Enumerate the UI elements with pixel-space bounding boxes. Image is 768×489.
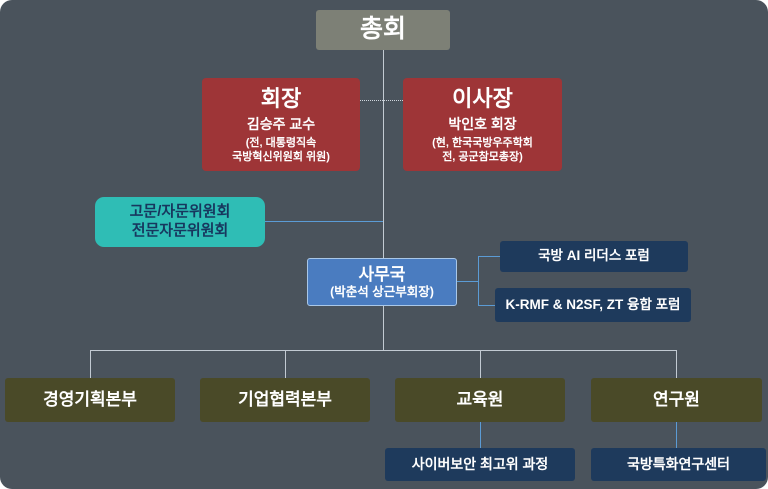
advisory-line2: 전문자문위원회 [131, 222, 229, 239]
forum-ai-leaders-label: 국방 AI 리더스 포럼 [538, 248, 650, 264]
forum-krmf-label: K-RMF & N2SF, ZT 융합 포럼 [505, 296, 681, 312]
division-research-institute-label: 연구원 [653, 390, 700, 410]
connector-drop-division4 [676, 350, 677, 378]
connector-forum-vertical [478, 256, 479, 306]
subunit-cybersecurity-course-label: 사이버보안 최고위 과정 [411, 455, 549, 472]
connector-advisory [265, 221, 383, 222]
connector-chairman-director [360, 100, 403, 101]
division-management-planning-label: 경영기획본부 [43, 390, 137, 410]
general-assembly-title: 총회 [359, 15, 406, 44]
connector-subunit2 [676, 422, 677, 448]
connector-forum2-stub [478, 305, 495, 306]
connector-main-vertical [383, 50, 384, 350]
advisory-line1: 고문/자문위원회 [129, 203, 231, 221]
connector-forum1-stub [478, 256, 500, 257]
node-forum-krmf: K-RMF & N2SF, ZT 융합 포럼 [495, 288, 691, 322]
connector-divisions-horizontal [90, 350, 676, 351]
director-note-line1: (현, 한국국방우주학회 [432, 136, 533, 149]
secretariat-title: 사무국 [358, 264, 406, 284]
director-title: 이사장 [452, 85, 513, 111]
node-forum-ai-leaders: 국방 AI 리더스 포럼 [500, 241, 688, 272]
node-general-assembly: 총회 [316, 10, 450, 50]
connector-drop-division3 [480, 350, 481, 378]
connector-subunit1 [480, 422, 481, 448]
subunit-defense-research-center-label: 국방특화연구센터 [626, 455, 731, 472]
node-subunit-defense-research-center: 국방특화연구센터 [591, 448, 766, 481]
node-chairman: 회장 김승주 교수 (전, 대통령직속 국방혁신위원회 위원) [202, 78, 360, 171]
connector-drop-division2 [285, 350, 286, 378]
node-division-research-institute: 연구원 [591, 378, 762, 422]
division-corporate-cooperation-label: 기업협력본부 [238, 390, 332, 410]
chairman-note-line1: (전, 대통령직속 [245, 136, 317, 149]
secretariat-subtitle: (박춘석 상근부회장) [330, 284, 434, 299]
director-note-line2: 전, 공군참모총장) [442, 151, 523, 163]
chairman-title: 회장 [260, 85, 302, 111]
division-education-institute-label: 교육원 [456, 390, 504, 410]
chairman-person: 김승주 교수 [246, 116, 316, 133]
node-subunit-cybersecurity-course: 사이버보안 최고위 과정 [385, 448, 575, 481]
connector-drop-division1 [90, 350, 91, 378]
node-division-management-planning: 경영기획본부 [5, 378, 175, 422]
chairman-note-line2: 국방혁신위원회 위원) [232, 151, 330, 163]
node-division-education-institute: 교육원 [395, 378, 565, 422]
connector-secretariat-stub [457, 281, 478, 282]
director-person: 박인호 회장 [448, 116, 517, 133]
node-director: 이사장 박인호 회장 (현, 한국국방우주학회 전, 공군참모총장) [403, 78, 562, 171]
node-division-corporate-cooperation: 기업협력본부 [200, 378, 370, 422]
node-secretariat: 사무국 (박춘석 상근부회장) [307, 258, 457, 306]
node-advisory-committee: 고문/자문위원회 전문자문위원회 [95, 197, 265, 247]
